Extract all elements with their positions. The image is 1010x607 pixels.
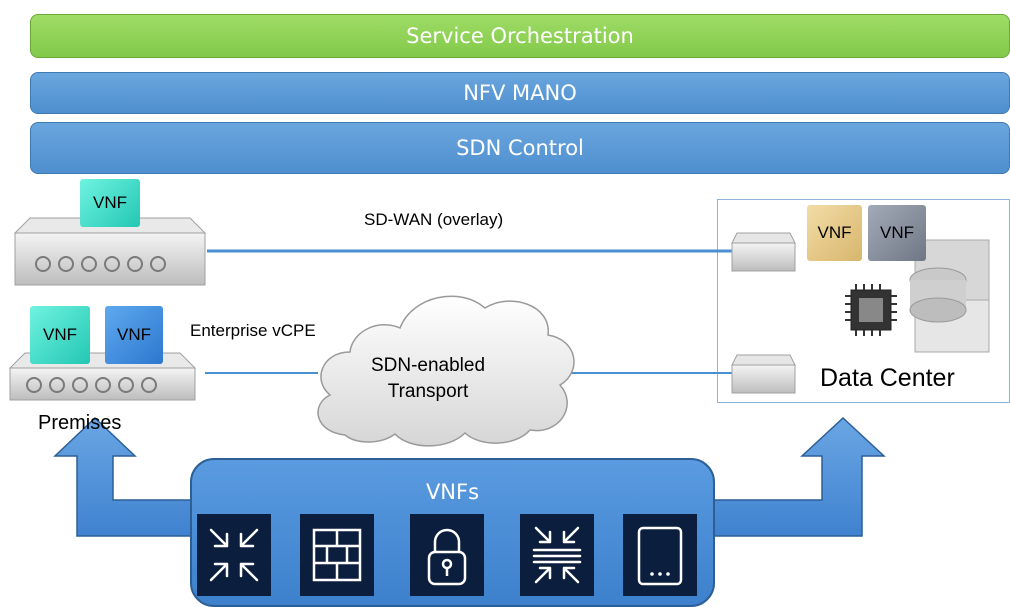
vnf-label: VNF	[117, 325, 151, 344]
server-rack-icon	[909, 239, 990, 353]
premises-vnf-right: VNF	[105, 306, 163, 364]
premises-vnf-top: VNF	[80, 179, 140, 227]
sdn-control-label: SDN Control	[456, 136, 584, 160]
lock-tile[interactable]	[410, 514, 484, 596]
dc-switch-bottom	[731, 354, 796, 394]
transport-cloud	[317, 295, 575, 447]
dc-switch-top	[731, 232, 796, 272]
premises-device-top	[13, 217, 207, 286]
cpu-chip-icon	[845, 284, 897, 336]
sdn-control-bar: SDN Control	[30, 122, 1010, 174]
compress-arrows-tile[interactable]	[197, 514, 271, 596]
vnf-label: VNF	[93, 193, 127, 212]
more-tile[interactable]	[623, 514, 697, 596]
compress-arrows-icon	[209, 528, 259, 582]
cloud-label: SDN-enabled Transport	[360, 353, 496, 405]
vnfs-title: VNFs	[425, 480, 480, 504]
cloud-label-line2: Transport	[387, 381, 469, 402]
vcpe-label: Enterprise vCPE	[190, 321, 316, 340]
vnf-label: VNF	[880, 223, 914, 242]
cloud-label-line1: SDN-enabled	[370, 355, 486, 376]
premises-vnf-left: VNF	[30, 306, 90, 364]
service-orchestration-label: Service Orchestration	[406, 24, 634, 48]
lock-icon	[427, 528, 467, 586]
datacenter-up-arrow	[711, 416, 886, 537]
service-orchestration-bar: Service Orchestration	[30, 14, 1010, 58]
vnf-label: VNF	[43, 325, 77, 344]
wan-optimization-tile[interactable]	[520, 514, 594, 596]
premises-up-arrow	[53, 416, 194, 537]
nfv-mano-label: NFV MANO	[463, 81, 577, 105]
firewall-tile[interactable]	[300, 514, 374, 596]
more-icon	[637, 526, 683, 586]
firewall-icon	[312, 528, 362, 582]
datacenter-vnf-gray: VNF	[868, 205, 926, 261]
premises-label: Premises	[38, 412, 122, 434]
vnf-label: VNF	[817, 223, 852, 242]
data-center-label: Data Center	[820, 364, 955, 392]
datacenter-vnf-tan: VNF	[807, 205, 862, 261]
wan-optimization-icon	[532, 526, 582, 584]
sdwan-label: SD-WAN (overlay)	[364, 210, 504, 229]
nfv-mano-bar: NFV MANO	[30, 72, 1010, 114]
premises-device-bottom	[8, 352, 197, 401]
